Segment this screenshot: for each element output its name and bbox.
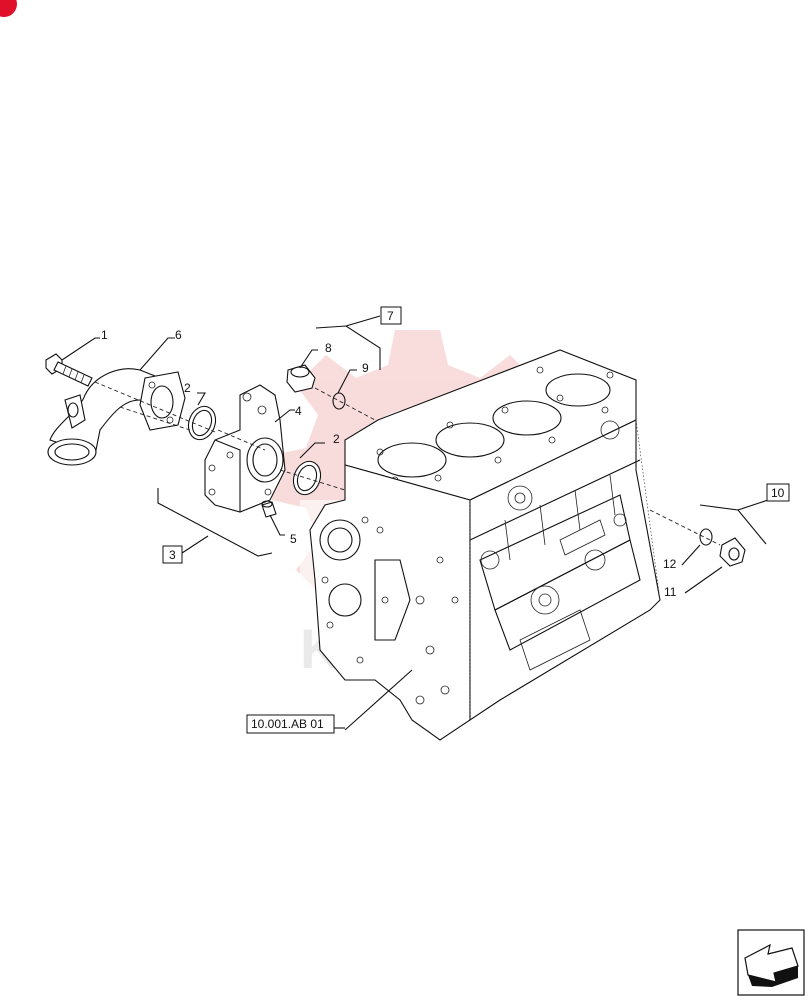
corner-badge-icon	[0, 0, 17, 17]
part-1-bolt	[45, 353, 93, 387]
svg-text:3: 3	[169, 548, 176, 562]
callout-8: 8	[325, 341, 332, 355]
group-label-7: 7	[380, 306, 402, 325]
callout-4: 4	[295, 404, 302, 418]
group-label-3: 3	[162, 545, 183, 564]
svg-text:10: 10	[771, 486, 785, 500]
part-4-thermostat-housing	[204, 384, 286, 513]
reference-label: 10.001.AB 01	[246, 714, 345, 734]
part-2-oring-left	[187, 405, 217, 441]
callout-6: 6	[175, 328, 182, 342]
navigation-arrow-icon[interactable]	[737, 929, 805, 996]
callout-12: 12	[663, 557, 677, 571]
callout-numbers: 1 6 2 4 2 5 8 9 12 11	[101, 328, 677, 599]
callout-2-left: 2	[184, 381, 191, 395]
assembly-center-lines	[94, 381, 721, 546]
leader-lines	[61, 337, 723, 731]
callout-9: 9	[362, 361, 369, 375]
group-brackets	[157, 315, 769, 557]
part-11-plug	[719, 537, 746, 567]
svg-text:10.001.AB 01: 10.001.AB 01	[251, 717, 324, 731]
svg-text:7: 7	[387, 309, 394, 323]
callout-2-right: 2	[333, 432, 340, 446]
part-9-small-oring	[332, 392, 346, 410]
part-5-dowel-pin	[261, 500, 277, 518]
callout-1: 1	[101, 328, 108, 342]
part-6-elbow-pipe	[47, 368, 186, 466]
part-8-plug	[286, 364, 316, 393]
part-12-oring	[699, 528, 713, 546]
callout-11: 11	[664, 585, 677, 599]
engine-block	[309, 349, 661, 741]
group-label-10: 10	[766, 483, 790, 502]
callout-5: 5	[290, 532, 297, 546]
